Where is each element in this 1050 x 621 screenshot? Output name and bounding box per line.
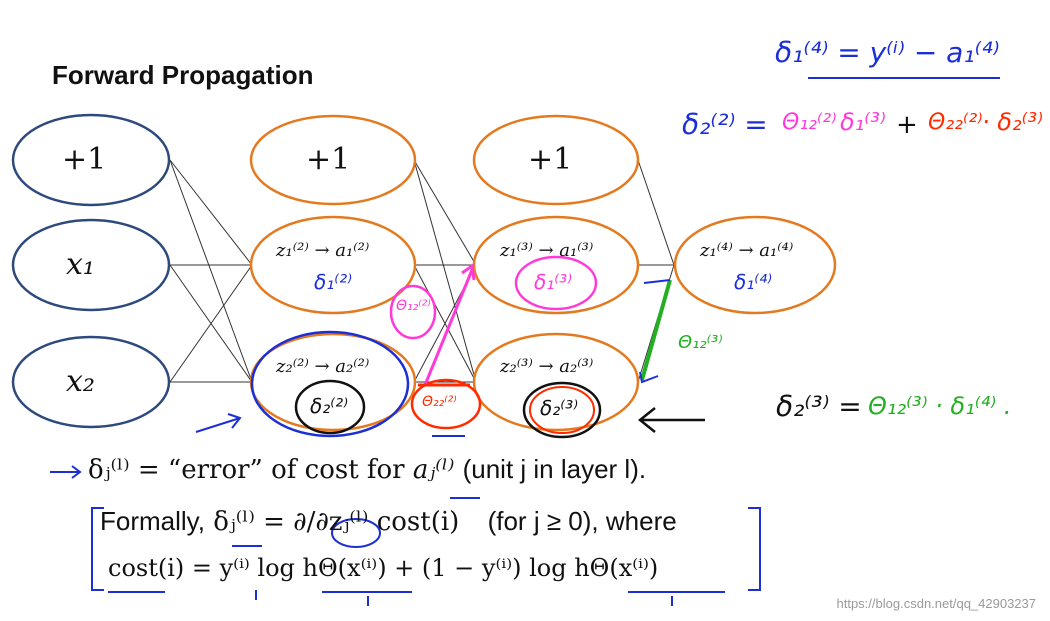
l3-unit1-label: z₁⁽³⁾ → a₁⁽³⁾ <box>500 240 594 261</box>
eq3-lhs: δ₂⁽³⁾ = <box>776 390 862 423</box>
eq2-term2: Θ₂₂⁽²⁾ <box>928 110 983 135</box>
formal-condition: (for j ≥ 0), where <box>487 506 677 536</box>
l2-bias-label: +1 <box>306 142 351 177</box>
l2-delta2-label: δ₂⁽²⁾ <box>310 394 349 418</box>
x2-label: x₂ <box>66 364 95 399</box>
def-line1: δⱼ⁽ˡ⁾ = “error” of cost for aⱼ⁽ˡ⁾ (unit … <box>88 454 646 485</box>
blue-highlight-circle <box>250 330 410 438</box>
l2-unit1-label: z₁⁽²⁾ → a₁⁽²⁾ <box>276 240 370 261</box>
l3-unit2-label: z₂⁽³⁾ → a₂⁽³⁾ <box>500 356 594 377</box>
node-l2-unit1 <box>249 215 417 315</box>
l3-bias-label: +1 <box>528 142 573 177</box>
eq1: δ₁⁽⁴⁾ = y⁽ⁱ⁾ − a₁⁽⁴⁾ <box>775 36 1000 69</box>
pink-weight-circle <box>389 284 437 340</box>
weight-22-2-label: Θ₂₂⁽²⁾ <box>422 394 457 410</box>
eq2-lhs: δ₂⁽²⁾ = <box>682 108 768 141</box>
weight-12-2-label: Θ₁₂⁽²⁾ <box>396 298 431 314</box>
watermark: https://blog.csdn.net/qq_42903237 <box>836 596 1037 611</box>
pink-arrow <box>423 269 474 386</box>
red-weight-circle <box>410 378 482 430</box>
node-l3-unit1 <box>472 215 640 315</box>
l2-delta1-label: δ₁⁽²⁾ <box>314 270 353 294</box>
l4-delta1-label: δ₁⁽⁴⁾ <box>734 270 773 294</box>
green-arrow <box>640 279 672 381</box>
eq2-term2b: · δ₂⁽³⁾ <box>982 108 1043 136</box>
l4-unit1-label: z₁⁽⁴⁾ → a₁⁽⁴⁾ <box>700 240 794 261</box>
node-input-bias <box>11 113 171 207</box>
node-l3-bias <box>472 114 640 206</box>
x1-label: x₁ <box>66 247 95 282</box>
delta-3-2-circle <box>522 381 602 439</box>
eq2-term1b: δ₁⁽³⁾ <box>840 108 886 136</box>
l3-delta1-label: δ₁⁽³⁾ <box>534 270 573 294</box>
def-arrow <box>50 465 82 479</box>
eq2-plus: + <box>896 110 918 140</box>
blue-pointer-arrow <box>195 413 242 433</box>
eq3-rhs: Θ₁₂⁽³⁾ · δ₁⁽⁴⁾ . <box>868 392 1012 420</box>
pink-delta-circle <box>514 255 598 311</box>
left-bracket <box>91 507 104 591</box>
cost-definition: cost(i) = y⁽ⁱ⁾ log hΘ(x⁽ⁱ⁾) + (1 − y⁽ⁱ⁾)… <box>108 554 659 582</box>
red-delta-circle <box>529 386 595 434</box>
l2-unit2-label: z₂⁽²⁾ → a₂⁽²⁾ <box>276 356 370 377</box>
def-line2: Formally, δⱼ⁽ˡ⁾ = ∂/∂zⱼ⁽ˡ⁾ cost(i) (for … <box>100 506 677 537</box>
black-arrow <box>637 407 705 433</box>
node-l3-unit2 <box>472 332 640 432</box>
node-l4-unit1 <box>673 215 837 315</box>
l3-delta2-label: δ₂⁽³⁾ <box>540 396 579 420</box>
formally-label: Formally, <box>100 506 205 536</box>
node-l2-bias <box>249 114 417 206</box>
eq2-term1: Θ₁₂⁽²⁾ <box>782 110 837 135</box>
slide-title: Forward Propagation <box>52 60 314 90</box>
node-input-x1 <box>11 218 171 312</box>
node-input-x2 <box>11 335 171 429</box>
delta-2-2-circle <box>294 379 366 435</box>
right-bracket <box>748 507 761 591</box>
def-activation: aⱼ⁽ˡ⁾ <box>412 455 455 485</box>
formal-derivative: δⱼ⁽ˡ⁾ = ∂/∂zⱼ⁽ˡ⁾ cost(i) <box>213 507 460 537</box>
def-delta-error: δⱼ⁽ˡ⁾ = “error” of cost for <box>88 455 405 485</box>
input-bias-label: +1 <box>62 142 107 177</box>
def-unit-note: (unit j in layer l). <box>462 454 647 484</box>
weight-12-3-label: Θ₁₂⁽³⁾ <box>678 332 723 353</box>
